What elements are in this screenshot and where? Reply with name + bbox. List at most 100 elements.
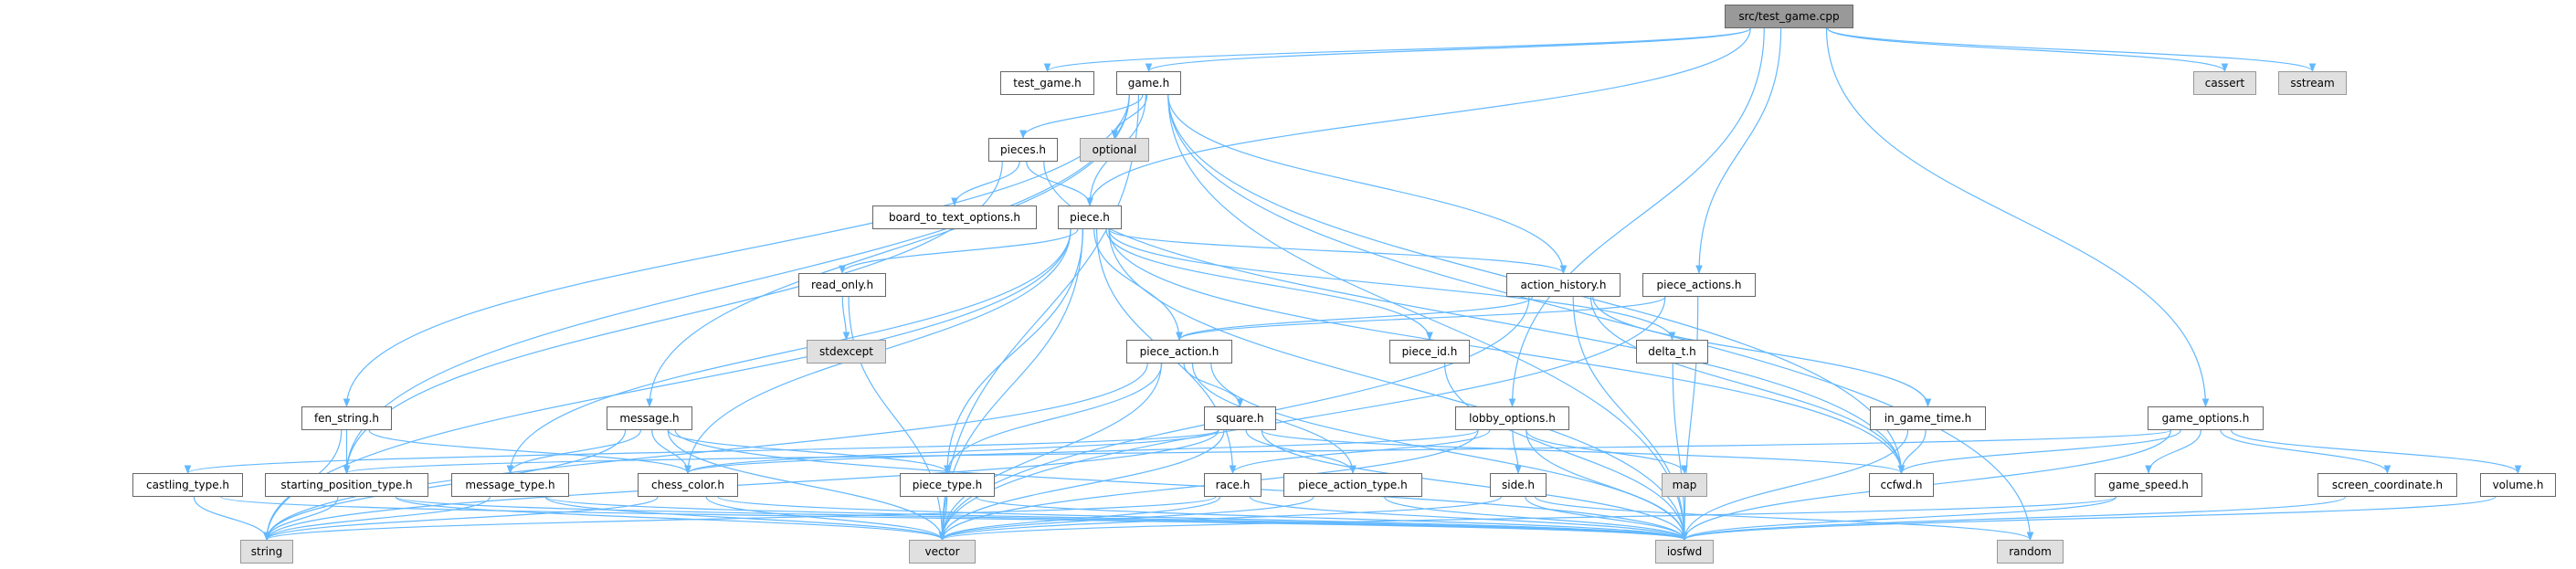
edge-game_speed-to-vector — [939, 496, 2117, 541]
edge-piece_actions-to-piece_action — [1176, 296, 1666, 341]
node-delta-t[interactable]: delta_t.h — [1636, 340, 1708, 364]
edge-action_history-to-in_game_time — [1592, 296, 1932, 407]
node-message-type[interactable]: message_type.h — [451, 473, 569, 497]
edge-cpp-to-lobby_options — [1508, 27, 1765, 407]
edge-game-to-random — [1167, 94, 2034, 541]
node-label: stdexcept — [819, 345, 873, 358]
edge-game_options-to-volume — [2231, 429, 2522, 474]
node-piece-action[interactable]: piece_action.h — [1126, 340, 1232, 364]
node-label: in_game_time.h — [1884, 412, 1972, 425]
edge-lobby_options-to-iosfwd — [1526, 429, 1688, 541]
node-label: lobby_options.h — [1469, 412, 1556, 425]
edge-piece-to-message_type — [506, 228, 1072, 474]
edge-piece_action-to-vector — [938, 363, 1162, 541]
node-message[interactable]: message.h — [607, 406, 692, 430]
edge-piece_action-to-piece_type — [944, 363, 1163, 474]
edge-cpp-to-sstream — [1827, 27, 2317, 72]
edge-in_game_time-to-iosfwd — [1681, 429, 1909, 541]
edge-chess_color-to-iosfwd — [717, 496, 1688, 541]
edge-pieces-to-piece — [1026, 161, 1093, 206]
edge-game_options-to-ccfwd — [1897, 429, 2181, 474]
edge-piece_action-to-iosfwd — [1210, 363, 1688, 541]
node-in-game-time[interactable]: in_game_time.h — [1870, 406, 1986, 430]
node-label: vector — [924, 545, 960, 558]
edge-in_game_time-to-ccfwd — [1897, 429, 1927, 474]
node-label: side.h — [1501, 479, 1535, 491]
node-board-to-text[interactable]: board_to_text_options.h — [872, 205, 1037, 229]
edge-message-to-string — [263, 429, 627, 541]
node-ccfwd[interactable]: ccfwd.h — [1869, 473, 1934, 497]
node-game-speed[interactable]: game_speed.h — [2095, 473, 2202, 497]
edge-delta_t-to-iosfwd — [1672, 363, 1688, 541]
node-piece-type[interactable]: piece_type.h — [900, 473, 995, 497]
edge-game-to-action_history — [1167, 94, 1568, 274]
edge-square-to-vector — [938, 429, 1225, 541]
node-castling-type[interactable]: castling_type.h — [132, 473, 243, 497]
node-label: delta_t.h — [1648, 345, 1696, 358]
node-label: optional — [1092, 143, 1137, 156]
node-label: piece_actions.h — [1656, 279, 1742, 291]
node-starting-position-type[interactable]: starting_position_type.h — [265, 473, 428, 497]
edge-game-to-starting_position_type — [343, 94, 1130, 474]
node-action-history[interactable]: action_history.h — [1506, 273, 1621, 297]
edge-piece-to-piece_type — [944, 228, 1084, 474]
node-label: message.h — [619, 412, 680, 425]
edge-game_options-to-screen_coordinate — [2220, 429, 2391, 474]
edge-fen_string-to-chess_color — [368, 429, 692, 474]
node-label: test_game.h — [1013, 77, 1082, 90]
edge-side-to-iosfwd — [1525, 496, 1688, 541]
node-piece-action-type[interactable]: piece_action_type.h — [1283, 473, 1422, 497]
node-piece[interactable]: piece.h — [1058, 205, 1122, 229]
edge-read_only-to-stdexcept — [841, 296, 850, 341]
edge-piece-to-delta_t — [1108, 228, 1676, 341]
edge-piece-to-read_only — [839, 228, 1079, 274]
node-piece-id[interactable]: piece_id.h — [1389, 340, 1470, 364]
edge-cpp-to-cassert — [1827, 27, 2229, 72]
edge-square-to-string — [263, 429, 1219, 541]
node-volume[interactable]: volume.h — [2480, 473, 2556, 497]
node-cpp[interactable]: src/test_game.cpp — [1725, 5, 1853, 28]
node-label: piece_action_type.h — [1298, 479, 1408, 491]
edge-race-to-vector — [938, 496, 1221, 541]
node-game[interactable]: game.h — [1116, 71, 1181, 95]
node-piece-actions[interactable]: piece_actions.h — [1642, 273, 1756, 297]
node-side[interactable]: side.h — [1490, 473, 1547, 497]
node-label: sstream — [2290, 77, 2335, 90]
node-label: src/test_game.cpp — [1738, 10, 1840, 23]
node-label: game_speed.h — [2108, 479, 2189, 491]
node-pieces[interactable]: pieces.h — [988, 138, 1058, 162]
node-sstream: sstream — [2278, 71, 2347, 95]
node-label: castling_type.h — [145, 479, 230, 491]
node-label: game.h — [1127, 77, 1170, 90]
node-screen-coordinate[interactable]: screen_coordinate.h — [2317, 473, 2457, 497]
edge-game-to-pieces — [1019, 94, 1144, 139]
node-race[interactable]: race.h — [1204, 473, 1262, 497]
edge-square-to-chess_color — [684, 429, 1219, 474]
edge-piece_action-to-square — [1183, 363, 1244, 407]
node-game-options[interactable]: game_options.h — [2148, 406, 2264, 430]
node-stdexcept: stdexcept — [807, 340, 886, 364]
edge-side-to-random — [1535, 496, 2034, 541]
node-square[interactable]: square.h — [1204, 406, 1276, 430]
node-label: piece.h — [1070, 211, 1110, 224]
node-test-game[interactable]: test_game.h — [1000, 71, 1094, 95]
edge-side-to-vector — [938, 496, 1502, 541]
node-label: string — [250, 545, 283, 558]
edge-cpp-to-game_options — [1825, 27, 2210, 407]
node-label: fen_string.h — [313, 412, 380, 425]
edge-lobby_options-to-side — [1512, 429, 1522, 474]
edge-race-to-iosfwd — [1249, 496, 1688, 541]
edge-game-to-iosfwd — [1167, 94, 1688, 541]
node-label: screen_coordinate.h — [2331, 479, 2444, 491]
node-read-only[interactable]: read_only.h — [798, 273, 886, 297]
node-chess-color[interactable]: chess_color.h — [638, 473, 738, 497]
node-label: square.h — [1216, 412, 1264, 425]
node-random: random — [1997, 540, 2064, 564]
edge-screen_coordinate-to-iosfwd — [1681, 496, 2347, 541]
node-label: action_history.h — [1520, 279, 1607, 291]
edge-message_type-to-iosfwd — [544, 496, 1688, 541]
node-fen-string[interactable]: fen_string.h — [301, 406, 392, 430]
node-label: iosfwd — [1666, 545, 1703, 558]
edge-piece-to-iosfwd — [1108, 228, 1688, 541]
node-lobby-options[interactable]: lobby_options.h — [1455, 406, 1569, 430]
